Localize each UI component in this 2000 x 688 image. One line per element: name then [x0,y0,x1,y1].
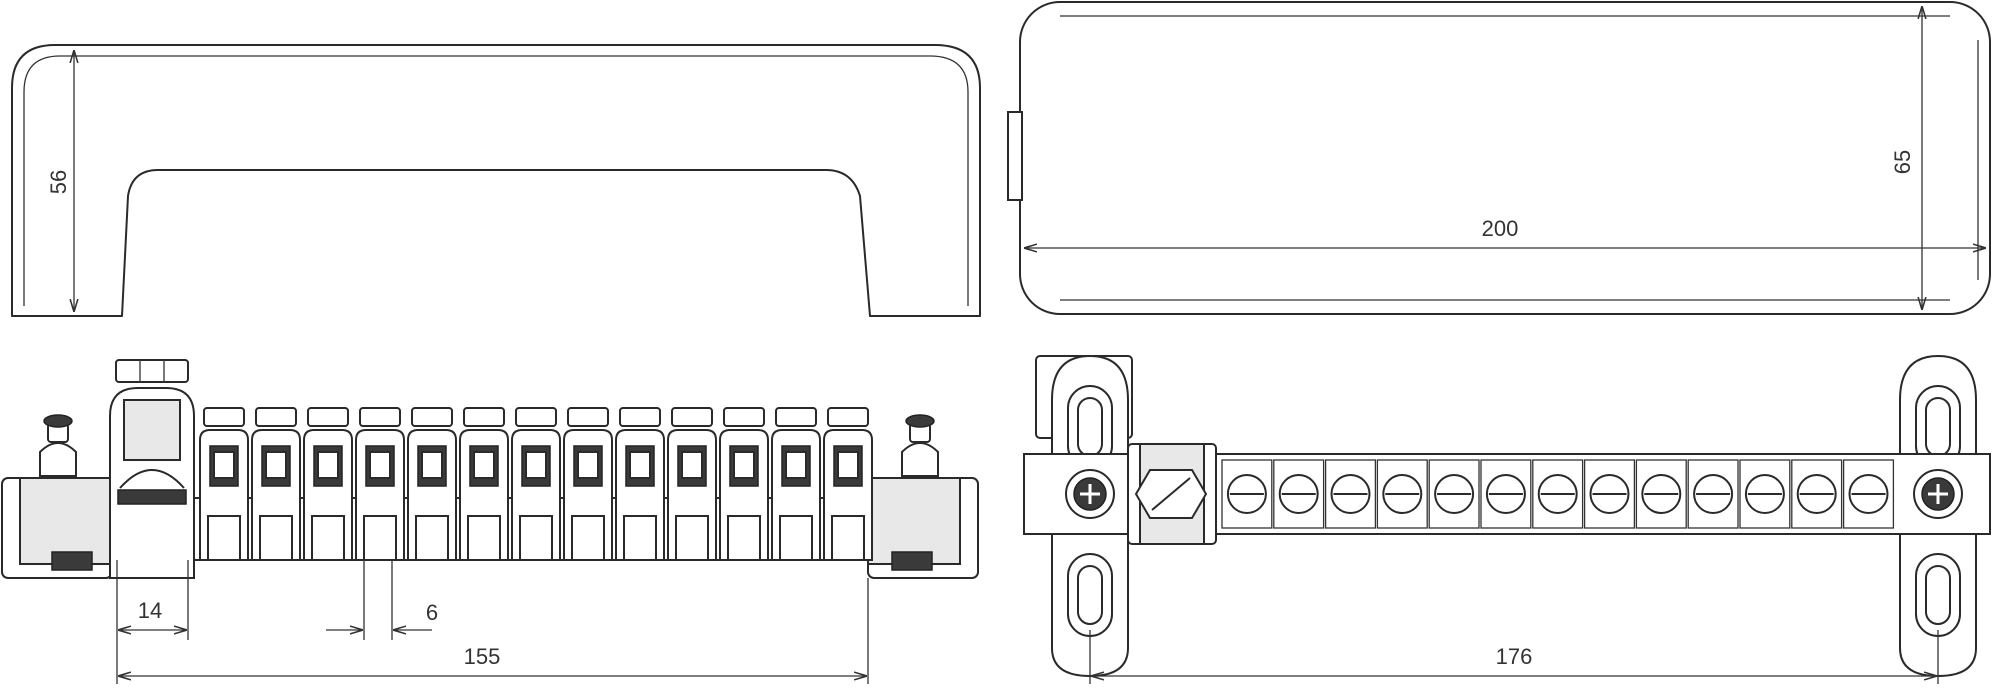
top-terminal [1221,459,1273,529]
side-terminal [771,407,821,561]
terminal-bar-side-view [1,359,979,579]
cover-top-view [1007,1,1991,315]
dim-top-height-label: 65 [1890,150,1915,174]
side-terminal [563,407,613,561]
dim-top-height: 65 [1890,6,1922,310]
top-terminal [1739,459,1791,529]
top-terminal [1480,459,1532,529]
top-terminal [1532,459,1584,529]
top-terminal [1324,459,1377,529]
dim-terminal-pitch-label: 6 [426,600,438,625]
side-terminal [511,407,561,561]
top-terminal [1687,459,1739,529]
side-terminal [719,407,769,561]
dim-top-width: 200 [1024,216,1986,248]
top-terminal [1273,459,1325,529]
top-terminal [1635,459,1687,529]
side-terminal [823,407,873,561]
top-terminal [1791,459,1843,529]
dim-front-height-label: 56 [46,170,71,194]
top-terminal [1376,459,1428,529]
dim-mount-spacing-label: 176 [1496,644,1533,669]
top-terminal [1583,459,1636,529]
side-terminal [303,407,353,561]
terminal-bar-top-view [1023,354,1991,678]
top-terminal [1842,459,1895,529]
dim-bar-length: 155 [116,578,869,684]
side-terminal [667,407,717,561]
side-terminal [407,407,457,561]
dim-end-clearance-label: 14 [138,598,162,623]
side-terminal [199,407,249,561]
side-terminal [251,407,301,561]
dim-mount-spacing: 176 [1089,630,1939,684]
cover-front-view [11,44,981,317]
dim-top-width-label: 200 [1482,216,1519,241]
dim-bar-length-label: 155 [464,644,501,669]
side-terminal [615,407,665,561]
side-terminal-group [199,407,873,561]
side-terminal [355,407,405,561]
dim-terminal-pitch: 6 [326,560,438,640]
top-terminal-group [1221,459,1895,529]
dim-front-height: 56 [46,50,74,312]
top-terminal [1428,459,1480,529]
dim-end-clearance: 14 [116,560,189,640]
side-terminal [459,407,509,561]
